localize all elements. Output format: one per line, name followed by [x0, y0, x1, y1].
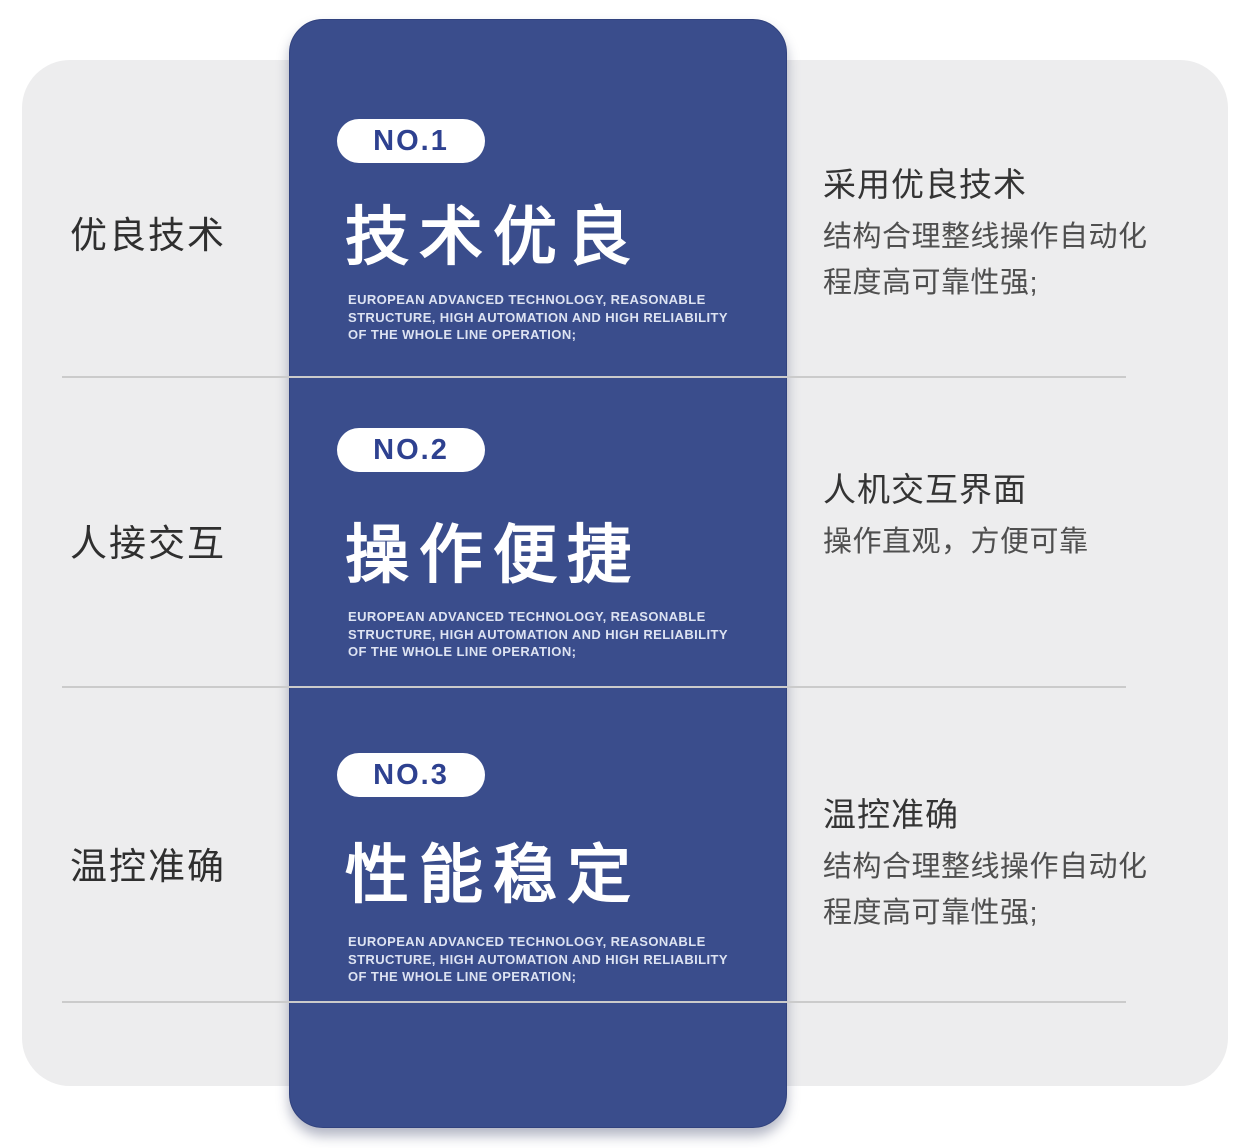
divider-line-2	[62, 686, 1126, 688]
badge-no1-label: NO.1	[373, 124, 449, 157]
section1-description: EUROPEAN ADVANCED TECHNOLOGY, REASONABLE…	[348, 291, 758, 344]
section2-title: 操作便捷	[345, 519, 641, 591]
right-block-3: 温控准确 结构合理整线操作自动化 程度高可靠性强;	[823, 788, 1223, 936]
badge-no3: NO.3	[337, 753, 485, 797]
right-block-1: 采用优良技术 结构合理整线操作自动化 程度高可靠性强;	[823, 158, 1223, 306]
section2-desc-line2: STRUCTURE, HIGH AUTOMATION AND HIGH RELI…	[348, 626, 728, 642]
divider-line-3	[62, 1001, 1126, 1003]
section3-desc-line2: STRUCTURE, HIGH AUTOMATION AND HIGH RELI…	[348, 951, 728, 967]
badge-no3-label: NO.3	[373, 758, 449, 791]
badge-no2-label: NO.2	[373, 433, 449, 466]
section2-desc-line1: EUROPEAN ADVANCED TECHNOLOGY, REASONABLE	[348, 609, 706, 624]
right-block-1-line2: 程度高可靠性强;	[823, 267, 1039, 299]
section2-desc-line3: OF THE WHOLE LINE OPERATION;	[348, 644, 577, 659]
right-block-1-title: 采用优良技术	[823, 166, 1027, 203]
right-block-3-line2: 程度高可靠性强;	[823, 897, 1039, 929]
section2-description: EUROPEAN ADVANCED TECHNOLOGY, REASONABLE…	[348, 608, 758, 661]
section3-title: 性能稳定	[345, 839, 641, 911]
badge-no1: NO.1	[337, 119, 485, 163]
divider-line-1	[62, 376, 1126, 378]
section1-desc-line3: OF THE WHOLE LINE OPERATION;	[348, 327, 577, 342]
right-block-3-line1: 结构合理整线操作自动化	[823, 851, 1148, 883]
left-label-2: 人接交互	[70, 523, 226, 564]
section1-title: 技术优良	[345, 201, 641, 273]
badge-no2: NO.2	[337, 428, 485, 472]
right-block-2-line1: 操作直观，方便可靠	[823, 526, 1089, 558]
right-block-1-line1: 结构合理整线操作自动化	[823, 221, 1148, 253]
right-block-3-title: 温控准确	[823, 796, 959, 833]
right-block-2: 人机交互界面 操作直观，方便可靠	[823, 463, 1223, 565]
section3-desc-line3: OF THE WHOLE LINE OPERATION;	[348, 969, 577, 984]
feature-card: NO.1 技术优良 EUROPEAN ADVANCED TECHNOLOGY, …	[289, 19, 787, 1128]
right-block-2-title: 人机交互界面	[823, 471, 1027, 508]
left-label-3: 温控准确	[70, 846, 226, 887]
left-label-1: 优良技术	[70, 215, 226, 256]
section3-desc-line1: EUROPEAN ADVANCED TECHNOLOGY, REASONABLE	[348, 934, 706, 949]
section1-desc-line1: EUROPEAN ADVANCED TECHNOLOGY, REASONABLE	[348, 292, 706, 307]
section1-desc-line2: STRUCTURE, HIGH AUTOMATION AND HIGH RELI…	[348, 309, 728, 325]
section3-description: EUROPEAN ADVANCED TECHNOLOGY, REASONABLE…	[348, 933, 758, 986]
